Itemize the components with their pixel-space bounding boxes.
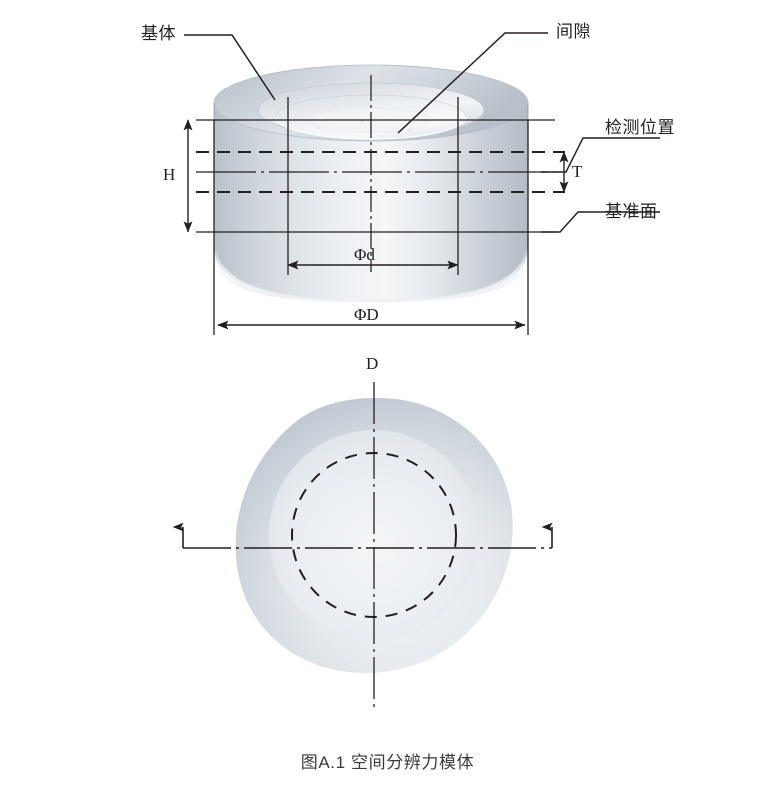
plateau-highlight	[275, 116, 467, 140]
label-reference-plane: 基准面	[605, 202, 658, 221]
leader-substrate	[184, 34, 276, 101]
surface-mark	[316, 126, 320, 130]
label-gap: 间隙	[556, 22, 591, 41]
plan-disc-inner-face	[269, 430, 479, 640]
side-elevation-view	[183, 32, 660, 335]
label-substrate: 基体	[141, 24, 176, 43]
leader-detection-position	[541, 137, 660, 173]
figure-caption: 图A.1 空间分辨力模体	[300, 753, 475, 772]
label-dimension-inner-diameter: Φd	[354, 245, 375, 264]
leader-reference-plane	[541, 211, 660, 233]
label-detection-position: 检测位置	[605, 118, 675, 137]
label-section-axis-D: D	[366, 354, 379, 373]
label-dimension-outer-diameter: ΦD	[354, 305, 379, 324]
top-plan-view	[183, 382, 553, 712]
leader-gap	[397, 32, 548, 134]
surface-mark	[408, 129, 412, 133]
label-dimension-H: H	[163, 165, 176, 184]
label-dimension-T: T	[572, 162, 583, 181]
